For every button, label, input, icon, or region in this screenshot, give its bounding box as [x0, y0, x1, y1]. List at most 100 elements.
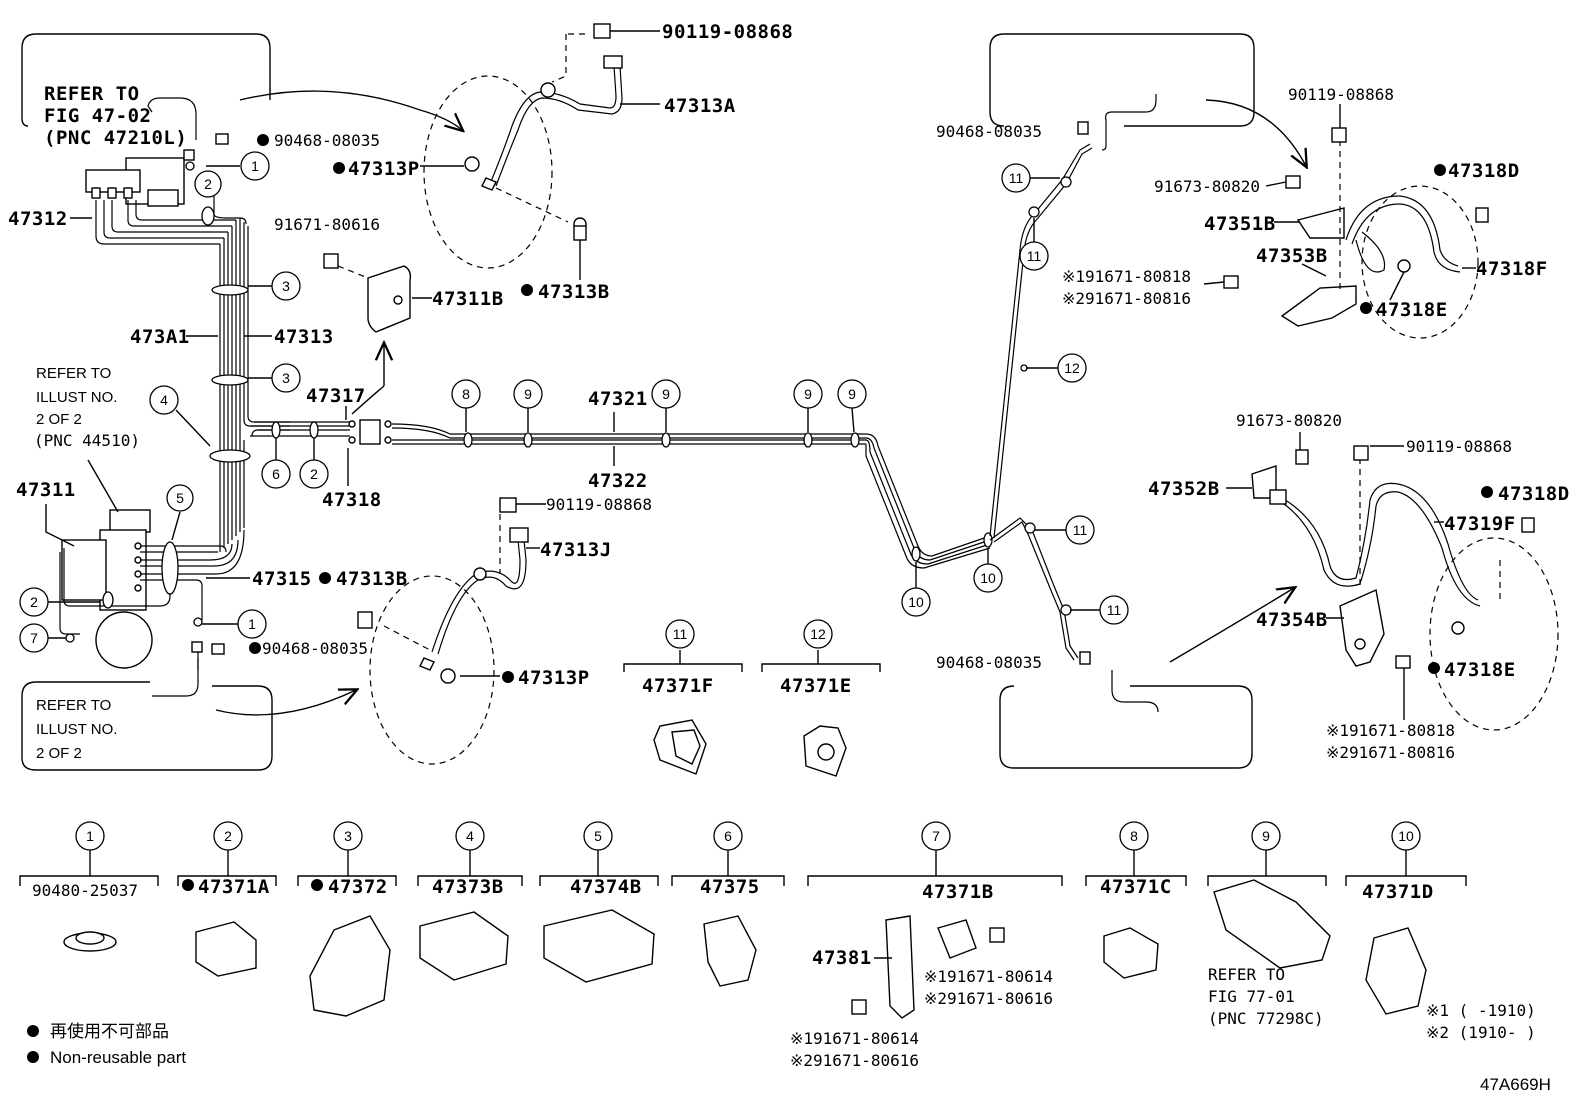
part-label: 47371A [198, 876, 270, 898]
variant-label: ※191671-80614 [790, 1029, 919, 1048]
clip-icon [211, 643, 225, 655]
callout-9: 9 [1251, 821, 1281, 876]
part-label: 473A1 [130, 326, 190, 348]
svg-text:11: 11 [673, 626, 688, 642]
part-label: 47318E [1376, 299, 1448, 321]
part-label: 47351B [1204, 213, 1276, 235]
clip-icon [1077, 121, 1089, 135]
svg-text:4: 4 [160, 392, 168, 408]
callout-9: 9 [793, 379, 823, 432]
ref-text: REFER TO [36, 697, 111, 714]
ref-box-lower-right [999, 588, 1294, 769]
callout-9: 9 [651, 379, 681, 432]
callout-1: 1 [202, 609, 267, 639]
callout-5: 5 [166, 484, 194, 541]
clamp-9 [803, 432, 813, 448]
part-label: 91673-80820 [1154, 177, 1260, 196]
part-label: 47313B [336, 568, 408, 590]
ref-text: FIG 77-01 [1208, 987, 1295, 1006]
callout-2: 2 [299, 438, 329, 489]
bolt-icon [1285, 175, 1301, 189]
ref-text: (PNC 77298C) [1208, 1009, 1324, 1028]
clamp-3 [211, 374, 249, 386]
svg-text:2: 2 [204, 176, 212, 192]
svg-text:11: 11 [1107, 602, 1122, 618]
svg-text:10: 10 [980, 570, 996, 586]
ref-text: ILLUST NO. [36, 389, 117, 406]
callout-11: 11 [1034, 515, 1095, 545]
ref-text: REFER TO [44, 83, 140, 105]
svg-text:11: 11 [1073, 522, 1088, 538]
ref-text: REFER TO [1208, 965, 1285, 984]
bolt-icon [851, 999, 867, 1015]
svg-text:12: 12 [1064, 360, 1080, 376]
part-label: 47311B [432, 288, 504, 310]
part-label: 47375 [700, 876, 760, 898]
callout-10: 10 [973, 548, 1003, 593]
ref-text: 2 OF 2 [36, 411, 82, 428]
part-label: 47372 [328, 876, 388, 898]
arrow-to-detail [1205, 99, 1306, 166]
part-label: 47371C [1100, 876, 1172, 898]
part-label: 91671-80616 [274, 215, 380, 234]
callout-7: 7 [19, 623, 66, 653]
clamp-2 [102, 591, 114, 609]
ref-box-fig-47-02: REFER TO FIG 47-02 (PNC 47210L) [21, 33, 462, 149]
part-label: 47313P [518, 667, 590, 689]
callout-8: 8 [451, 379, 481, 432]
part-label: 90119-08868 [1406, 437, 1512, 456]
fitting [1269, 489, 1287, 505]
part-label: 47315 [252, 568, 312, 590]
ref-text: (PNC 44510) [34, 431, 140, 450]
part-label: 90468-08035 [274, 131, 380, 150]
part-label: 47354B [1256, 609, 1328, 631]
ref-box-illust-2-of-2: REFER TO ILLUST NO. 2 OF 2 [21, 658, 356, 771]
clamp-9 [661, 432, 671, 448]
bolt-icon [499, 497, 517, 513]
callout-6: 6 [261, 438, 291, 489]
svg-text:5: 5 [594, 828, 602, 844]
detail-47318F [1223, 127, 1489, 339]
part-label: 47322 [588, 470, 648, 492]
clip-47313P [464, 156, 480, 172]
clip-icon [543, 909, 655, 983]
svg-text:3: 3 [344, 828, 352, 844]
svg-text:2: 2 [30, 594, 38, 610]
variant-label: ※291671-80816 [1062, 289, 1191, 308]
bracket-47311B [323, 253, 412, 415]
svg-text:6: 6 [724, 828, 732, 844]
clamp-4 [209, 449, 251, 463]
svg-text:11: 11 [1027, 248, 1042, 264]
callout-2: 2 [194, 170, 222, 198]
callout-9: 9 [837, 379, 867, 433]
svg-text:11: 11 [1009, 170, 1024, 186]
part-label: 47319F [1444, 513, 1516, 535]
variant-label: ※291671-80816 [1326, 743, 1455, 762]
clamp-8 [463, 432, 473, 448]
svg-text:7: 7 [30, 630, 38, 646]
svg-text:9: 9 [662, 386, 670, 402]
callout-6: 6 [713, 821, 743, 876]
clip-icon [1103, 927, 1159, 979]
svg-text:9: 9 [848, 386, 856, 402]
svg-text:2: 2 [224, 828, 232, 844]
part-label: 47371D [1362, 881, 1434, 903]
callout-11: 11 [1070, 595, 1129, 625]
callout-11: 11 [665, 619, 695, 664]
bolt-icon [1295, 449, 1309, 465]
part-label: 47353B [1256, 245, 1328, 267]
part-label: 47313B [538, 281, 610, 303]
part-label: 47313J [540, 539, 612, 561]
part-labels: 47312 90468-08035 90119-08868 47313A 473… [8, 21, 1569, 1070]
detail-47319F [1251, 445, 1559, 731]
callout-1: 1 [75, 821, 105, 876]
legend-jp: 再使用不可部品 [50, 1021, 169, 1041]
clamp-10 [983, 532, 993, 548]
callout-11: 11 [1001, 163, 1060, 193]
callout-3: 3 [333, 821, 363, 876]
legend: 再使用不可部品 Non-reusable part ※1 ( -1910) ※2… [50, 1001, 1551, 1094]
reservoir [95, 611, 153, 669]
arrow-to-detail [239, 90, 462, 130]
part-label: 47317 [306, 385, 366, 407]
callout-3: 3 [248, 363, 301, 393]
